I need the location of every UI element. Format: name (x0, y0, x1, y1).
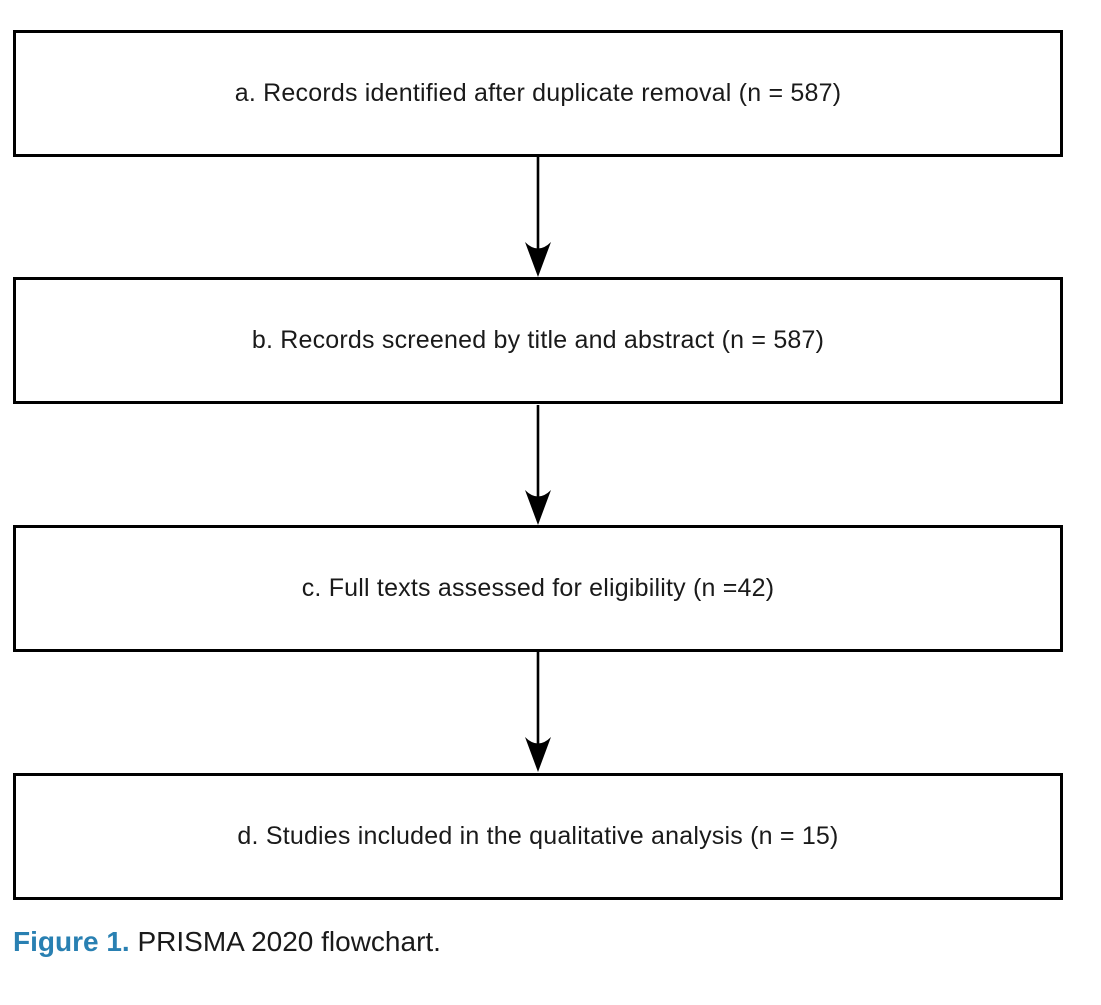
flow-box-label: d. Studies included in the qualitative a… (237, 822, 839, 850)
figure-caption-label: Figure 1. (13, 926, 130, 957)
flow-box-records-screened: b. Records screened by title and abstrac… (13, 277, 1063, 404)
flow-box-label: c. Full texts assessed for eligibility (… (301, 574, 775, 602)
down-arrow-icon (525, 652, 551, 772)
figure-caption: Figure 1. PRISMA 2020 flowchart. (13, 926, 441, 958)
figure-caption-text: PRISMA 2020 flowchart. (129, 926, 441, 957)
flow-box-studies-included: d. Studies included in the qualitative a… (13, 773, 1063, 900)
down-arrow-icon (525, 405, 551, 525)
down-arrow-icon (525, 157, 551, 277)
flow-box-label: b. Records screened by title and abstrac… (251, 326, 825, 354)
flow-box-records-identified: a. Records identified after duplicate re… (13, 30, 1063, 157)
flow-box-label: a. Records identified after duplicate re… (234, 79, 842, 107)
flow-box-fulltexts-assessed: c. Full texts assessed for eligibility (… (13, 525, 1063, 652)
